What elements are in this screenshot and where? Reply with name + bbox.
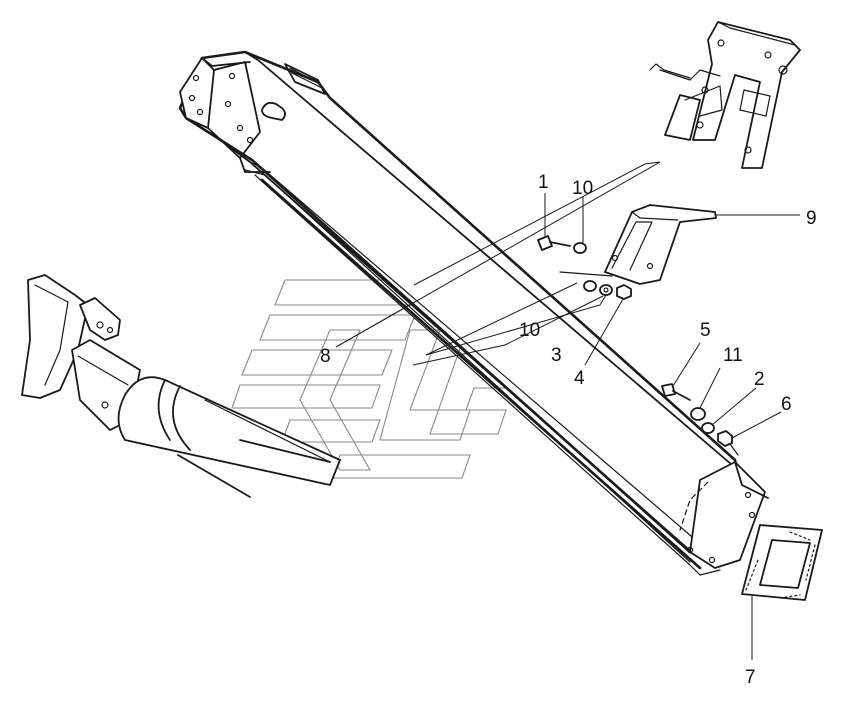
callout-11: 11 xyxy=(723,345,743,366)
callout-9: 9 xyxy=(806,208,817,229)
main-beam-housing xyxy=(178,50,769,576)
callout-10-upper: 10 xyxy=(572,178,593,199)
callout-6: 6 xyxy=(781,394,792,415)
mounting-bracket-part-9 xyxy=(559,204,717,285)
callout-10-lower: 10 xyxy=(519,320,540,341)
callout-4: 4 xyxy=(574,368,585,389)
auger-tube-assembly xyxy=(21,274,341,498)
gasket-part-7 xyxy=(741,524,823,601)
bracket-assembly xyxy=(649,21,801,169)
callout-8: 8 xyxy=(320,346,331,367)
callout-3: 3 xyxy=(551,345,562,366)
leader-lines xyxy=(335,161,800,660)
callout-2: 2 xyxy=(754,369,765,390)
fasteners-lower xyxy=(661,383,739,456)
callout-1: 1 xyxy=(538,172,549,193)
callout-labels: 1 10 9 8 10 3 4 5 11 2 6 7 xyxy=(320,172,817,688)
callout-7: 7 xyxy=(745,667,756,688)
callout-5: 5 xyxy=(700,320,711,341)
